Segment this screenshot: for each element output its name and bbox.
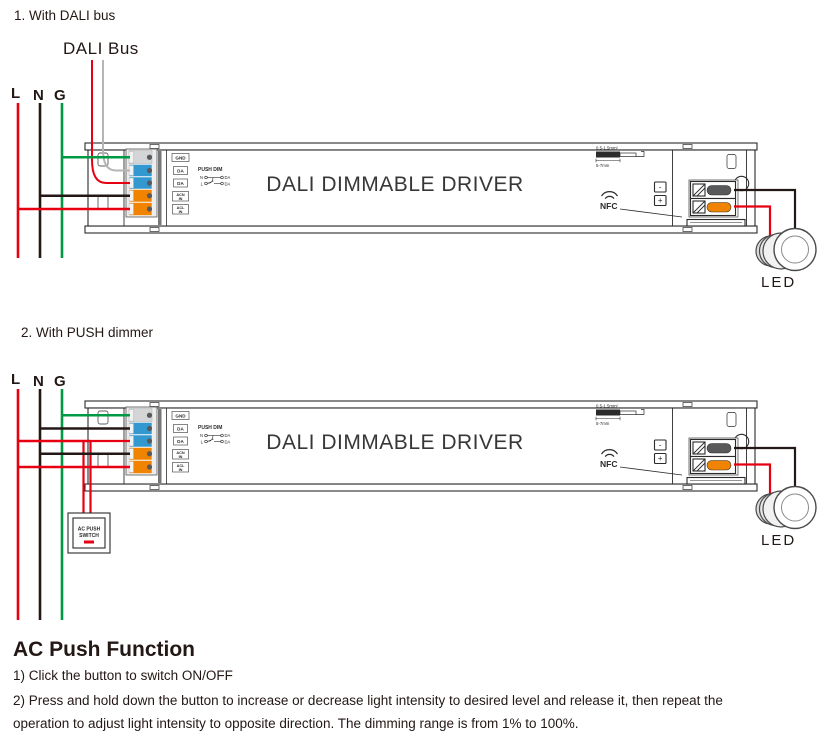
terminal-screw <box>146 154 153 160</box>
dali-driver-1: GND DA DA ACN IN ACL IN PUSH DIM N DA L … <box>84 142 758 234</box>
switch-blade <box>207 180 214 184</box>
plus-glyph: + <box>658 196 663 205</box>
terminal-screw <box>146 180 153 186</box>
nfc-label: NFC <box>600 201 617 211</box>
lever-handle-orange <box>706 202 732 213</box>
terminal-label-acn: ACN <box>176 193 184 197</box>
nfc-arc-inner <box>604 195 615 200</box>
flange-notch <box>682 144 693 149</box>
lever-diagonal <box>692 183 706 197</box>
section2-title: 2. With PUSH dimmer <box>21 325 154 340</box>
wire-spec-strip: 5-7mm <box>596 163 610 168</box>
led-wire-black <box>734 188 797 242</box>
label-box <box>173 178 188 188</box>
led-lens-inner <box>781 235 809 264</box>
terminal-label-da1: DA <box>177 169 184 174</box>
push-dim-l: L <box>201 182 204 187</box>
switch-button-bar <box>84 540 94 544</box>
driver-title: DALI DIMMABLE DRIVER <box>266 173 523 196</box>
contact-dot <box>220 181 224 186</box>
section1-title: 1. With DALI bus <box>14 8 116 23</box>
switch-label-line2: SWITCH <box>79 533 99 539</box>
label-box <box>171 153 190 162</box>
contact-dot <box>220 175 224 180</box>
lever-diagonal <box>696 204 706 214</box>
d2-neutral-label: N <box>33 373 44 390</box>
d2-led-label: LED <box>761 532 797 549</box>
led-lens-inner <box>781 493 809 522</box>
lever-diagonal <box>692 200 706 214</box>
led-fixture-1 <box>755 227 817 272</box>
terminal-screw <box>146 206 153 212</box>
flange-notch <box>682 227 693 232</box>
led-lens <box>773 485 817 530</box>
d2-ground-label: G <box>54 373 66 390</box>
diagram2-wires <box>16 389 797 620</box>
led-wire-black <box>734 446 797 500</box>
d1-neutral-label: N <box>33 87 44 104</box>
push-dim-da2: DA <box>225 182 231 187</box>
minus-button <box>653 181 667 193</box>
wire-hook-icon <box>636 151 645 157</box>
label-box <box>172 191 189 202</box>
dali-bus-wire-red <box>91 60 130 184</box>
plus-button <box>653 194 667 207</box>
footer-instruction-3: operation to adjust light intensity to o… <box>13 716 579 731</box>
d1-ground-label: G <box>54 87 66 104</box>
cable-clip <box>726 154 737 169</box>
push-dim-title: PUSH DIM <box>198 167 222 173</box>
terminal-label-gnd: GND <box>175 156 186 161</box>
driver-bottom-flange <box>84 225 758 234</box>
lever-diagonal <box>696 187 706 197</box>
terminal-screw <box>146 167 153 174</box>
ac-push-switch: AC PUSH SWITCH <box>67 512 111 554</box>
label-box <box>173 166 188 175</box>
wire-conductor-icon <box>619 152 637 157</box>
ac-push-function-heading: AC Push Function <box>13 638 195 661</box>
terminal-divider <box>158 151 162 225</box>
dali-driver-2 <box>84 400 758 492</box>
driver-top-flange <box>84 142 758 151</box>
nfc-leader-line <box>619 208 683 218</box>
lever-handle-gray <box>706 185 732 196</box>
switch-label-line1: AC PUSH <box>78 527 101 533</box>
flange-notch <box>149 144 160 149</box>
minus-glyph: - <box>659 183 662 192</box>
cable-clip <box>97 195 109 210</box>
wire-spec-range: 0.5-1.5mm² <box>596 146 619 151</box>
label-box <box>172 204 189 215</box>
led-fixture-2 <box>755 485 817 530</box>
nfc-arc-outer <box>600 191 619 197</box>
push-dim-n: N <box>200 175 203 180</box>
dali-bus-label: DALI Bus <box>63 39 139 58</box>
push-dim-da1: DA <box>225 175 231 180</box>
footer-instruction-2: 2) Press and hold down the button to inc… <box>13 693 723 708</box>
flange-notch <box>149 227 160 232</box>
d1-live-label: L <box>11 85 21 102</box>
footer-instruction-1: 1) Click the button to switch ON/OFF <box>13 668 233 683</box>
terminal-screw <box>146 193 153 199</box>
terminal-label-acl-2: IN <box>179 210 183 214</box>
wire-insulation-icon <box>596 151 620 158</box>
terminal-label-acn-2: IN <box>179 197 183 201</box>
dali-bus-wire-gray <box>102 60 130 172</box>
terminal-label-da2: DA <box>177 181 184 186</box>
d1-led-label: LED <box>761 274 797 291</box>
led-lens <box>773 227 817 272</box>
diagram1-wires <box>16 60 797 258</box>
d2-live-label: L <box>11 371 21 388</box>
driver-body <box>87 149 756 227</box>
terminal-label-acl: ACL <box>177 206 185 210</box>
